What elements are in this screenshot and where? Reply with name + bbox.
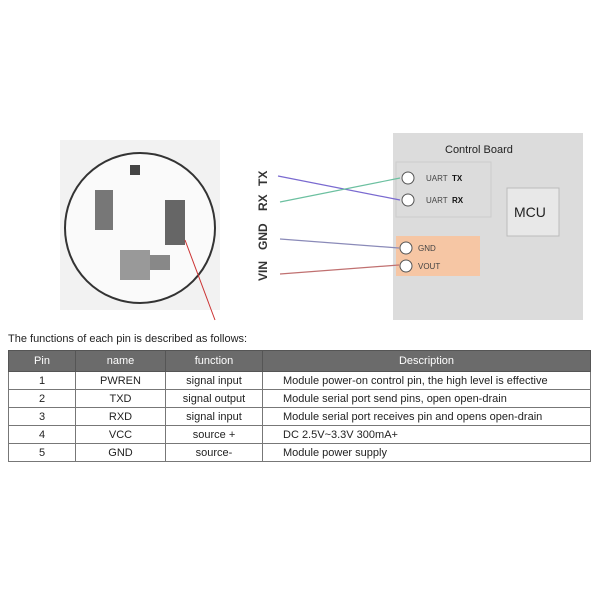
cell-pin: 5 — [8, 443, 76, 462]
power-gnd-pin: GND — [418, 244, 436, 253]
uart-tx-label: UART — [426, 174, 448, 183]
module-pin-vin: VIN — [256, 261, 270, 281]
vin-wire — [279, 264, 400, 275]
cell-name: GND — [75, 443, 166, 462]
power-vout-pin: VOUT — [418, 262, 440, 271]
cell-pin: 2 — [8, 389, 76, 408]
mcu-label: MCU — [514, 204, 546, 220]
header-function: function — [165, 350, 263, 372]
tx-wire — [277, 175, 401, 201]
mcu-box — [506, 187, 560, 237]
wiring-diagram: TX RX GND VIN Control Board MCU UART UAR… — [60, 133, 583, 321]
uart-rx-pin: RX — [452, 196, 464, 205]
module-pin-rx: RX — [256, 194, 270, 211]
cell-function: signal input — [165, 371, 263, 390]
sensor-module-image — [60, 140, 220, 321]
uart-tx-pin: TX — [452, 174, 463, 183]
header-pin: Pin — [8, 350, 76, 372]
header-name: name — [75, 350, 166, 372]
uart-rx-label: UART — [426, 196, 448, 205]
cell-description: Module serial port send pins, open open-… — [262, 389, 591, 408]
board-title: Control Board — [445, 144, 513, 156]
gnd-wire — [279, 238, 400, 249]
cell-description: DC 2.5V~3.3V 300mA+ — [262, 425, 591, 444]
cell-pin: 1 — [8, 371, 76, 390]
cell-function: source + — [165, 425, 263, 444]
cell-name: VCC — [75, 425, 166, 444]
header-description: Description — [262, 350, 591, 372]
cell-function: signal output — [165, 389, 263, 408]
rx-wire — [279, 177, 401, 203]
cell-pin: 3 — [8, 407, 76, 426]
cell-name: PWREN — [75, 371, 166, 390]
cell-description: Module power-on control pin, the high le… — [262, 371, 591, 390]
module-pin-gnd: GND — [256, 223, 270, 250]
module-pin-tx: TX — [256, 171, 270, 186]
cell-name: TXD — [75, 389, 166, 408]
cell-name: RXD — [75, 407, 166, 426]
cell-function: source- — [165, 443, 263, 462]
cell-pin: 4 — [8, 425, 76, 444]
cell-description: Module power supply — [262, 443, 591, 462]
cell-function: signal input — [165, 407, 263, 426]
cell-description: Module serial port receives pin and open… — [262, 407, 591, 426]
table-caption: The functions of each pin is described a… — [8, 333, 248, 345]
